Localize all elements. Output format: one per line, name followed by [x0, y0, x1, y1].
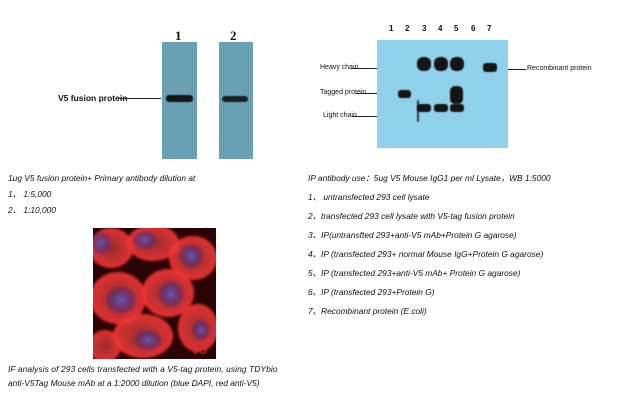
blot2-heavy-band-3 [417, 57, 431, 71]
blot2-caption-line: 4、IP (transfected 293+ normal Mouse IgG+… [308, 249, 544, 259]
blot2-lane-label-2: 2 [405, 24, 410, 33]
blot2-recombinant-band [483, 63, 497, 72]
blot2-caption-line: 2、transfected 293 cell lysate with V5-ta… [308, 211, 515, 221]
blot2-light-chain-label: Light chain [323, 112, 357, 119]
blot2-caption-line: IP antibody use：5ug V5 Mouse IgG1 per ml… [308, 173, 551, 183]
blot1-lane-label-2: 2 [230, 28, 237, 43]
blot2-lane-label-7: 7 [487, 24, 492, 33]
blot2-tagged-label: Tagged protein [320, 89, 367, 96]
if-microscopy-image: V5 [93, 228, 216, 359]
blot2-membrane [377, 40, 508, 148]
blot2-light-pointer [352, 116, 377, 117]
blot2-lane-label-1: 1 [389, 24, 394, 33]
if-caption-line: anti-V5Tag Mouse mAb at a 1:2000 dilutio… [8, 378, 260, 388]
if-caption: IF analysis of 293 cells transfected wit… [8, 363, 278, 389]
blot1-caption-line: 1ug V5 fusion protein+ Primary antibody … [8, 173, 196, 183]
blot2-recombinant-label: Recombinant protein [527, 65, 592, 72]
blot2-lane-label-3: 3 [422, 24, 427, 33]
blot2-caption-line: 5、IP (transfected 293+anti-V5 mAb+ Prote… [308, 268, 521, 278]
blot2-lane-label-6: 6 [471, 24, 476, 33]
if-overlay-label: V5 [191, 342, 207, 357]
blot2-light-band-5 [450, 104, 464, 112]
blot2-caption: IP antibody use：5ug V5 Mouse IgG1 per ml… [308, 172, 551, 317]
blot2-tagged-pointer [356, 93, 377, 94]
blot2-lane-label-4: 4 [438, 24, 443, 33]
blot2-caption-line: 6、IP (transfected 293+Protein G) [308, 287, 435, 297]
blot1-band-pointer [118, 98, 161, 99]
blot2-heavy-band-4 [434, 57, 448, 71]
blot2-light-band-4 [434, 104, 448, 112]
blot1-band-2 [222, 96, 248, 102]
blot1-caption: 1ug V5 fusion protein+ Primary antibody … [8, 172, 195, 216]
blot2-caption-line: 3、IP(untransfted 293+anti-V5 mAb+Protein… [308, 230, 517, 240]
blot1-band-1 [166, 95, 193, 102]
blot1-caption-line: 1、 1:5,000 [8, 189, 52, 199]
if-caption-line: IF analysis of 293 cells transfected wit… [8, 364, 278, 374]
blot2-heavy-pointer [351, 68, 377, 69]
blot2-light-band-3 [417, 104, 431, 112]
blot2-tagged-band-5 [450, 86, 463, 104]
blot2-lane-label-5: 5 [454, 24, 459, 33]
blot2-recombinant-pointer [508, 69, 526, 70]
blot2-lane3-smear [417, 100, 419, 122]
blot2-heavy-chain-label: Heavy chain [320, 64, 359, 71]
blot1-lane-label-1: 1 [175, 28, 182, 43]
blot1-band-label: V5 fusion protein [58, 93, 128, 103]
blot2-heavy-band-5 [450, 57, 464, 71]
blot2-tagged-band-2 [398, 90, 411, 98]
blot2-caption-line: 1、 untransfected 293 cell lysate [308, 192, 430, 202]
if-cells-illustration [93, 228, 216, 359]
blot1-caption-line: 2、 1:10,000 [8, 205, 56, 215]
blot2-caption-line: 7、Recombinant protein (E.coli) [308, 306, 427, 316]
